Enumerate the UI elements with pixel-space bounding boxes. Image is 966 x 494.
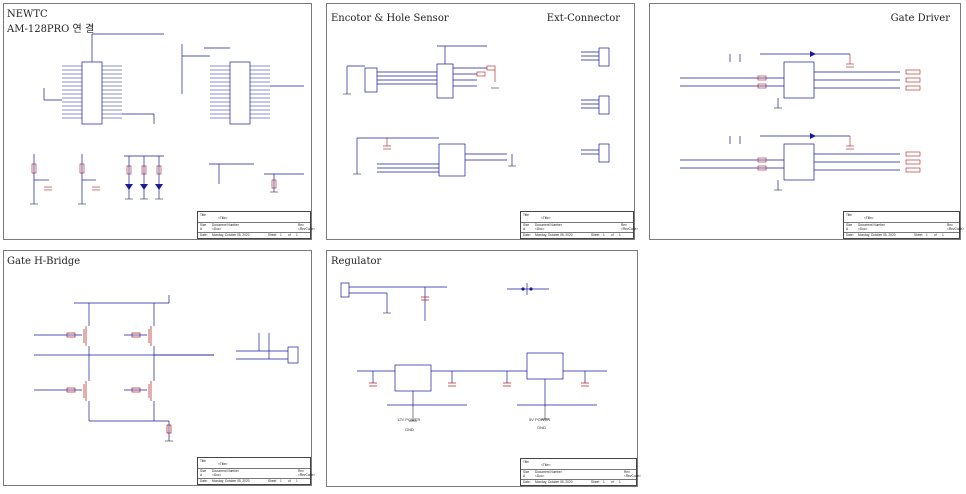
docnum-value: <Doc> bbox=[858, 227, 868, 231]
date-value: Monday, October 05, 2020 bbox=[212, 233, 250, 237]
sheet-label: Sheet bbox=[914, 233, 923, 237]
size-value: A bbox=[200, 227, 203, 231]
sheet-title: Regulator bbox=[331, 256, 382, 267]
rev-label: Rev bbox=[298, 469, 304, 473]
size-label: Size bbox=[846, 223, 853, 227]
sheet-title: Gate H-Bridge bbox=[7, 256, 81, 267]
date-label: Date: bbox=[200, 233, 208, 237]
sheet-title-line2: AM-128PRO 연 결 bbox=[7, 24, 95, 35]
size-value: A bbox=[846, 227, 849, 231]
rev-value: <RevCode> bbox=[624, 474, 642, 478]
title-value: <Title> bbox=[864, 216, 874, 220]
label-12v-power: 12V POWER bbox=[397, 417, 421, 422]
date-label: Date: bbox=[523, 480, 531, 484]
sheet-value: 1 bbox=[280, 233, 282, 237]
rev-value: <RevCode> bbox=[947, 227, 965, 231]
schematic-drawing bbox=[34, 295, 299, 442]
title-label: Title bbox=[200, 213, 206, 217]
title-block: Title <Title> Size A Document Number <Do… bbox=[197, 457, 315, 485]
title-value: <Title> bbox=[218, 462, 228, 466]
date-value: Monday, October 05, 2020 bbox=[535, 233, 573, 237]
of-value: 1 bbox=[619, 480, 621, 484]
size-value: A bbox=[523, 474, 526, 478]
title-block: Title <Title> Size A Document Number <Do… bbox=[843, 211, 964, 239]
sheet-label: Sheet bbox=[268, 233, 277, 237]
of-value: 1 bbox=[296, 479, 298, 483]
title-label: Title bbox=[523, 460, 529, 464]
size-label: Size bbox=[523, 470, 530, 474]
sheet-title: Gate Driver bbox=[890, 13, 950, 24]
rev-value: <RevCode> bbox=[298, 473, 316, 477]
docnum-label: Document Number bbox=[212, 223, 239, 227]
sheet-value: 1 bbox=[603, 480, 605, 484]
title-block: Title <Title> Size A Document Number <Do… bbox=[520, 458, 641, 486]
title-label: Title bbox=[846, 213, 852, 217]
schematic-drawing bbox=[343, 45, 610, 177]
size-label: Size bbox=[523, 223, 530, 227]
size-value: A bbox=[200, 473, 203, 477]
docnum-label: Document Number bbox=[535, 223, 562, 227]
of-value: 1 bbox=[296, 233, 298, 237]
date-label: Date: bbox=[200, 479, 208, 483]
rev-value: <RevCode> bbox=[621, 227, 639, 231]
sheet-label: Sheet bbox=[591, 233, 600, 237]
sheet-value: 1 bbox=[603, 233, 605, 237]
title-block: Title <Title> Size A Document Number <Do… bbox=[520, 211, 638, 239]
label-gnd-5v: GND bbox=[537, 425, 546, 430]
rev-label: Rev bbox=[621, 223, 627, 227]
sheet-value: 1 bbox=[926, 233, 928, 237]
schematic-sheet-am128pro[interactable]: NEWTC AM-128PRO 연 결 bbox=[3, 3, 315, 240]
schematic-sheet-gate-driver[interactable]: Gate Driver Title <Title bbox=[649, 3, 964, 240]
title-value: <Title> bbox=[541, 463, 551, 467]
schematic-drawing bbox=[340, 282, 607, 422]
schematic-sheet-encoder[interactable]: Encotor & Hole Sensor Ext-Connector bbox=[326, 3, 638, 240]
label-5v-power: 5V POWER bbox=[529, 417, 551, 422]
of-label: of bbox=[611, 480, 614, 484]
of-label: of bbox=[934, 233, 937, 237]
date-value: Monday, October 05, 2020 bbox=[858, 233, 896, 237]
title-value: <Title> bbox=[218, 216, 228, 220]
docnum-label: Document Number bbox=[212, 469, 239, 473]
schematic-drawing bbox=[680, 51, 921, 191]
docnum-value: <Doc> bbox=[535, 227, 545, 231]
title-label: Title bbox=[200, 459, 206, 463]
schematic-sheet-regulator[interactable]: Regulator 12V POWER 5V P bbox=[326, 250, 641, 487]
rev-label: Rev bbox=[624, 470, 630, 474]
size-label: Size bbox=[200, 223, 207, 227]
sheet-label: Sheet bbox=[591, 480, 600, 484]
sheet-title-left: Encotor & Hole Sensor bbox=[331, 13, 449, 24]
rev-value: <RevCode> bbox=[298, 227, 316, 231]
rev-label: Rev bbox=[298, 223, 304, 227]
size-label: Size bbox=[200, 469, 207, 473]
title-label: Title bbox=[523, 213, 529, 217]
date-value: Monday, October 05, 2020 bbox=[535, 480, 573, 484]
of-label: of bbox=[288, 479, 291, 483]
of-value: 1 bbox=[942, 233, 944, 237]
docnum-label: Document Number bbox=[858, 223, 885, 227]
of-value: 1 bbox=[619, 233, 621, 237]
schematic-drawing bbox=[30, 33, 304, 205]
schematic-sheet-h-bridge[interactable]: Gate H-Bridge Title bbox=[3, 250, 315, 486]
docnum-label: Document Number bbox=[535, 470, 562, 474]
date-value: Monday, October 05, 2020 bbox=[212, 479, 250, 483]
docnum-value: <Doc> bbox=[212, 227, 222, 231]
sheet-label: Sheet bbox=[268, 479, 277, 483]
rev-label: Rev bbox=[947, 223, 953, 227]
of-label: of bbox=[611, 233, 614, 237]
sheet-title-right: Ext-Connector bbox=[546, 13, 620, 24]
size-value: A bbox=[523, 227, 526, 231]
sheet-value: 1 bbox=[280, 479, 282, 483]
docnum-value: <Doc> bbox=[535, 474, 545, 478]
date-label: Date: bbox=[523, 233, 531, 237]
date-label: Date: bbox=[846, 233, 854, 237]
title-block: Title <Title> Size A Document Number <Do… bbox=[197, 211, 315, 239]
docnum-value: <Doc> bbox=[212, 473, 222, 477]
sheet-title-line1: NEWTC bbox=[7, 9, 48, 20]
label-gnd-12v: GND bbox=[405, 427, 414, 432]
of-label: of bbox=[288, 233, 291, 237]
title-value: <Title> bbox=[541, 216, 551, 220]
